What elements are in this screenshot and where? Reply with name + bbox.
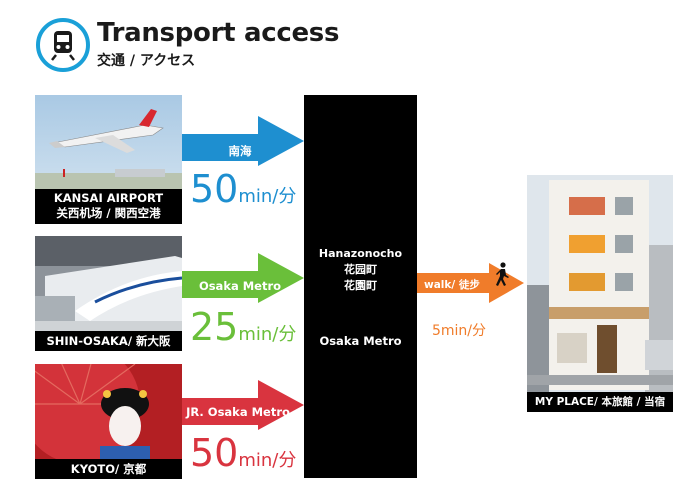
station-name-jp2: 花園町 <box>344 279 377 292</box>
page-subtitle: 交通 / アクセス <box>97 53 196 69</box>
route-time-shin-osaka: 25min/分 <box>190 308 296 346</box>
page-title: Transport access <box>97 18 340 48</box>
walking-person-icon <box>492 262 512 286</box>
walk-label: walk/ 徒步 <box>424 279 480 291</box>
train-icon <box>36 18 90 72</box>
airplane-photo: KANSAI AIRPORT 关西机场 / 関西空港 <box>35 95 182 224</box>
station-block: Hanazonocho 花园町 花園町 Osaka Metro <box>304 95 417 478</box>
walk-time: 5min/分 <box>432 323 487 339</box>
route-arrow-kansai <box>182 116 304 166</box>
caption-en: KANSAI AIRPORT <box>53 191 164 205</box>
route-caption-shin-osaka: SHIN-OSAKA/ 新大阪 <box>35 331 182 351</box>
time-minutes: 50 <box>190 167 239 211</box>
route-caption-kyoto: KYOTO/ 京都 <box>35 459 182 479</box>
route-line-kyoto: JR. Osaka Metro <box>186 405 290 419</box>
time-minutes: 25 <box>190 305 239 349</box>
bullet-train-photo: SHIN-OSAKA/ 新大阪 <box>35 236 182 351</box>
time-unit: min/分 <box>238 324 297 345</box>
route-caption-kansai: KANSAI AIRPORT 关西机场 / 関西空港 <box>35 189 182 224</box>
route-time-kansai: 50min/分 <box>190 170 296 208</box>
route-line-shin-osaka: Osaka Metro <box>198 279 282 293</box>
geisha-photo: KYOTO/ 京都 <box>35 364 182 479</box>
route-arrow-kyoto <box>182 380 304 430</box>
time-unit: min/分 <box>238 186 297 207</box>
building-photo: MY PLACE/ 本旅館 / 当宿 <box>527 175 673 412</box>
route-arrow-shin-osaka <box>182 253 304 303</box>
route-time-kyoto: 50min/分 <box>190 434 296 472</box>
station-name-jp1: 花园町 <box>344 263 377 276</box>
time-unit: min/分 <box>238 450 297 471</box>
station-name-en: Hanazonocho <box>318 247 403 260</box>
caption-jp: 关西机场 / 関西空港 <box>56 206 161 220</box>
destination-caption: MY PLACE/ 本旅館 / 当宿 <box>527 392 673 412</box>
time-minutes: 50 <box>190 431 239 475</box>
station-line: Osaka Metro <box>319 334 402 348</box>
route-line-kansai: 南海 <box>228 144 252 158</box>
